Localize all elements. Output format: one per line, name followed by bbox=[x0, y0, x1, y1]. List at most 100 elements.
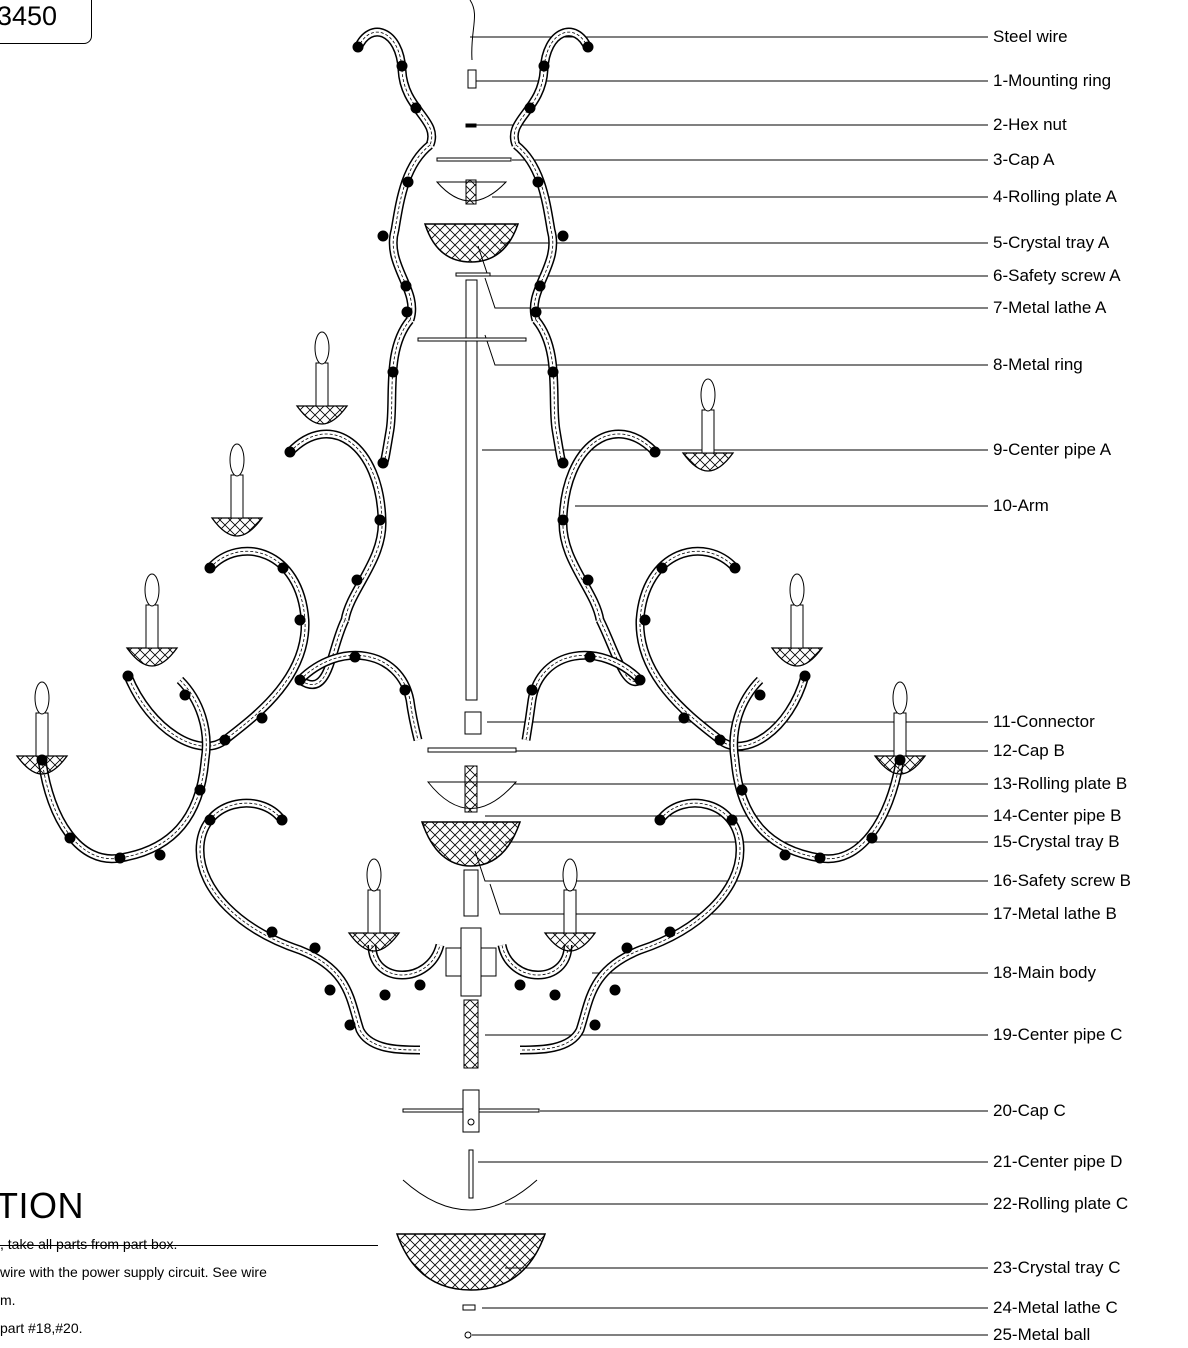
arm-knot bbox=[204, 814, 216, 826]
arm-knot bbox=[400, 280, 412, 292]
candle-sleeve bbox=[701, 409, 715, 454]
center-pipe-c bbox=[463, 999, 479, 1069]
arm-knot bbox=[204, 562, 216, 574]
arm-knot bbox=[294, 674, 306, 686]
arm-knot bbox=[396, 60, 408, 72]
candle-bulb bbox=[314, 331, 330, 365]
arm-knot bbox=[114, 852, 126, 864]
part-label: 20-Cap C bbox=[993, 1101, 1066, 1120]
arm-tube-core bbox=[125, 674, 227, 750]
arm-knot bbox=[538, 60, 550, 72]
instructions-title: TION bbox=[0, 1185, 84, 1226]
arm-tube-wire bbox=[392, 144, 431, 321]
arm-tube-core bbox=[380, 318, 413, 467]
arm-knot bbox=[154, 849, 166, 861]
arm-knot bbox=[351, 574, 363, 586]
arm-tube-wire bbox=[299, 655, 419, 741]
arm-knot bbox=[377, 230, 389, 242]
candle-sleeve bbox=[315, 362, 329, 407]
center-pipe-d bbox=[468, 1149, 474, 1199]
part-label: 6-Safety screw A bbox=[993, 266, 1121, 285]
metal-ball bbox=[464, 1331, 472, 1339]
crystal-tray-b bbox=[420, 821, 522, 867]
model-number: 3450 bbox=[0, 1, 58, 31]
candle-cup bbox=[770, 647, 824, 667]
arm-tube-wire bbox=[525, 655, 641, 741]
steel-wire bbox=[469, 0, 476, 61]
instruction-line: wire with the power supply circuit. See … bbox=[0, 1264, 267, 1280]
part-label: 15-Crystal tray B bbox=[993, 832, 1120, 851]
part-label: 18-Main body bbox=[993, 963, 1097, 982]
arm-tube-core bbox=[196, 800, 421, 1053]
center-pipe-a bbox=[465, 279, 478, 701]
candle-cup bbox=[681, 452, 735, 472]
arm-tube-core bbox=[519, 800, 744, 1053]
leader-line bbox=[484, 277, 988, 309]
part-label: 17-Metal lathe B bbox=[993, 904, 1117, 923]
arm-knot bbox=[639, 614, 651, 626]
part-label: 11-Connector bbox=[993, 712, 1095, 731]
part-label: 3-Cap A bbox=[993, 150, 1055, 169]
candle-sleeve bbox=[893, 712, 907, 757]
candle-bulb bbox=[144, 573, 160, 607]
cap-a bbox=[436, 157, 512, 162]
part-label: 24-Metal lathe C bbox=[993, 1298, 1118, 1317]
part-label: 5-Crystal tray A bbox=[993, 233, 1110, 252]
arm-knot bbox=[219, 734, 231, 746]
arm-knot bbox=[582, 574, 594, 586]
arm-knot bbox=[557, 457, 569, 469]
safety-screw-b bbox=[463, 869, 479, 917]
arm-knot bbox=[524, 102, 536, 114]
arm-knot bbox=[582, 41, 594, 53]
rolling-plate-c bbox=[402, 1179, 538, 1211]
candle-sleeve bbox=[367, 889, 381, 934]
candle-bulb bbox=[229, 443, 245, 477]
arm-knot bbox=[866, 832, 878, 844]
arm-knot bbox=[532, 176, 544, 188]
arm-tube-wire bbox=[199, 802, 421, 1051]
leader-line bbox=[489, 883, 988, 915]
arm-knot bbox=[634, 674, 646, 686]
arm-knot bbox=[547, 366, 559, 378]
arm-knot bbox=[621, 942, 633, 954]
metal-lathe-c bbox=[462, 1304, 476, 1311]
arm-tube bbox=[195, 798, 421, 1055]
arm-knot bbox=[349, 651, 361, 663]
arm-knot bbox=[526, 684, 538, 696]
arm-knot bbox=[654, 814, 666, 826]
arm-tube-wire bbox=[41, 679, 207, 860]
arm-knot bbox=[530, 306, 542, 318]
arm-knot bbox=[589, 1019, 601, 1031]
arm-knot bbox=[256, 712, 268, 724]
part-label: 16-Safety screw B bbox=[993, 871, 1131, 890]
candle-bulb bbox=[700, 378, 716, 412]
arm-knot bbox=[276, 814, 288, 826]
mounting-ring bbox=[467, 69, 477, 89]
leader-line bbox=[484, 334, 988, 366]
arm-knot bbox=[894, 754, 906, 766]
arm-knot bbox=[399, 684, 411, 696]
arm-knot bbox=[377, 457, 389, 469]
connector bbox=[464, 711, 482, 735]
part-label: 10-Arm bbox=[993, 496, 1049, 515]
arm-tube-wire bbox=[515, 144, 554, 321]
arm-knots bbox=[36, 41, 906, 1031]
arm-knot bbox=[656, 562, 668, 574]
arm-tube-wire bbox=[289, 433, 383, 621]
arm-knot bbox=[402, 176, 414, 188]
candle-sleeve bbox=[790, 604, 804, 649]
arm-knot bbox=[726, 814, 738, 826]
part-label: 23-Crystal tray C bbox=[993, 1258, 1121, 1277]
arm-tube-wire bbox=[733, 679, 901, 860]
arm-knot bbox=[584, 651, 596, 663]
part-label: 4-Rolling plate A bbox=[993, 187, 1117, 206]
metal-ring bbox=[417, 337, 527, 342]
arm-tube bbox=[519, 798, 745, 1055]
candle-bulb bbox=[562, 858, 578, 892]
arm-knot bbox=[284, 446, 296, 458]
candle-bulb bbox=[366, 858, 382, 892]
arm-knot bbox=[557, 514, 569, 526]
arm-tube-core bbox=[636, 548, 738, 743]
arm-knot bbox=[549, 989, 561, 1001]
